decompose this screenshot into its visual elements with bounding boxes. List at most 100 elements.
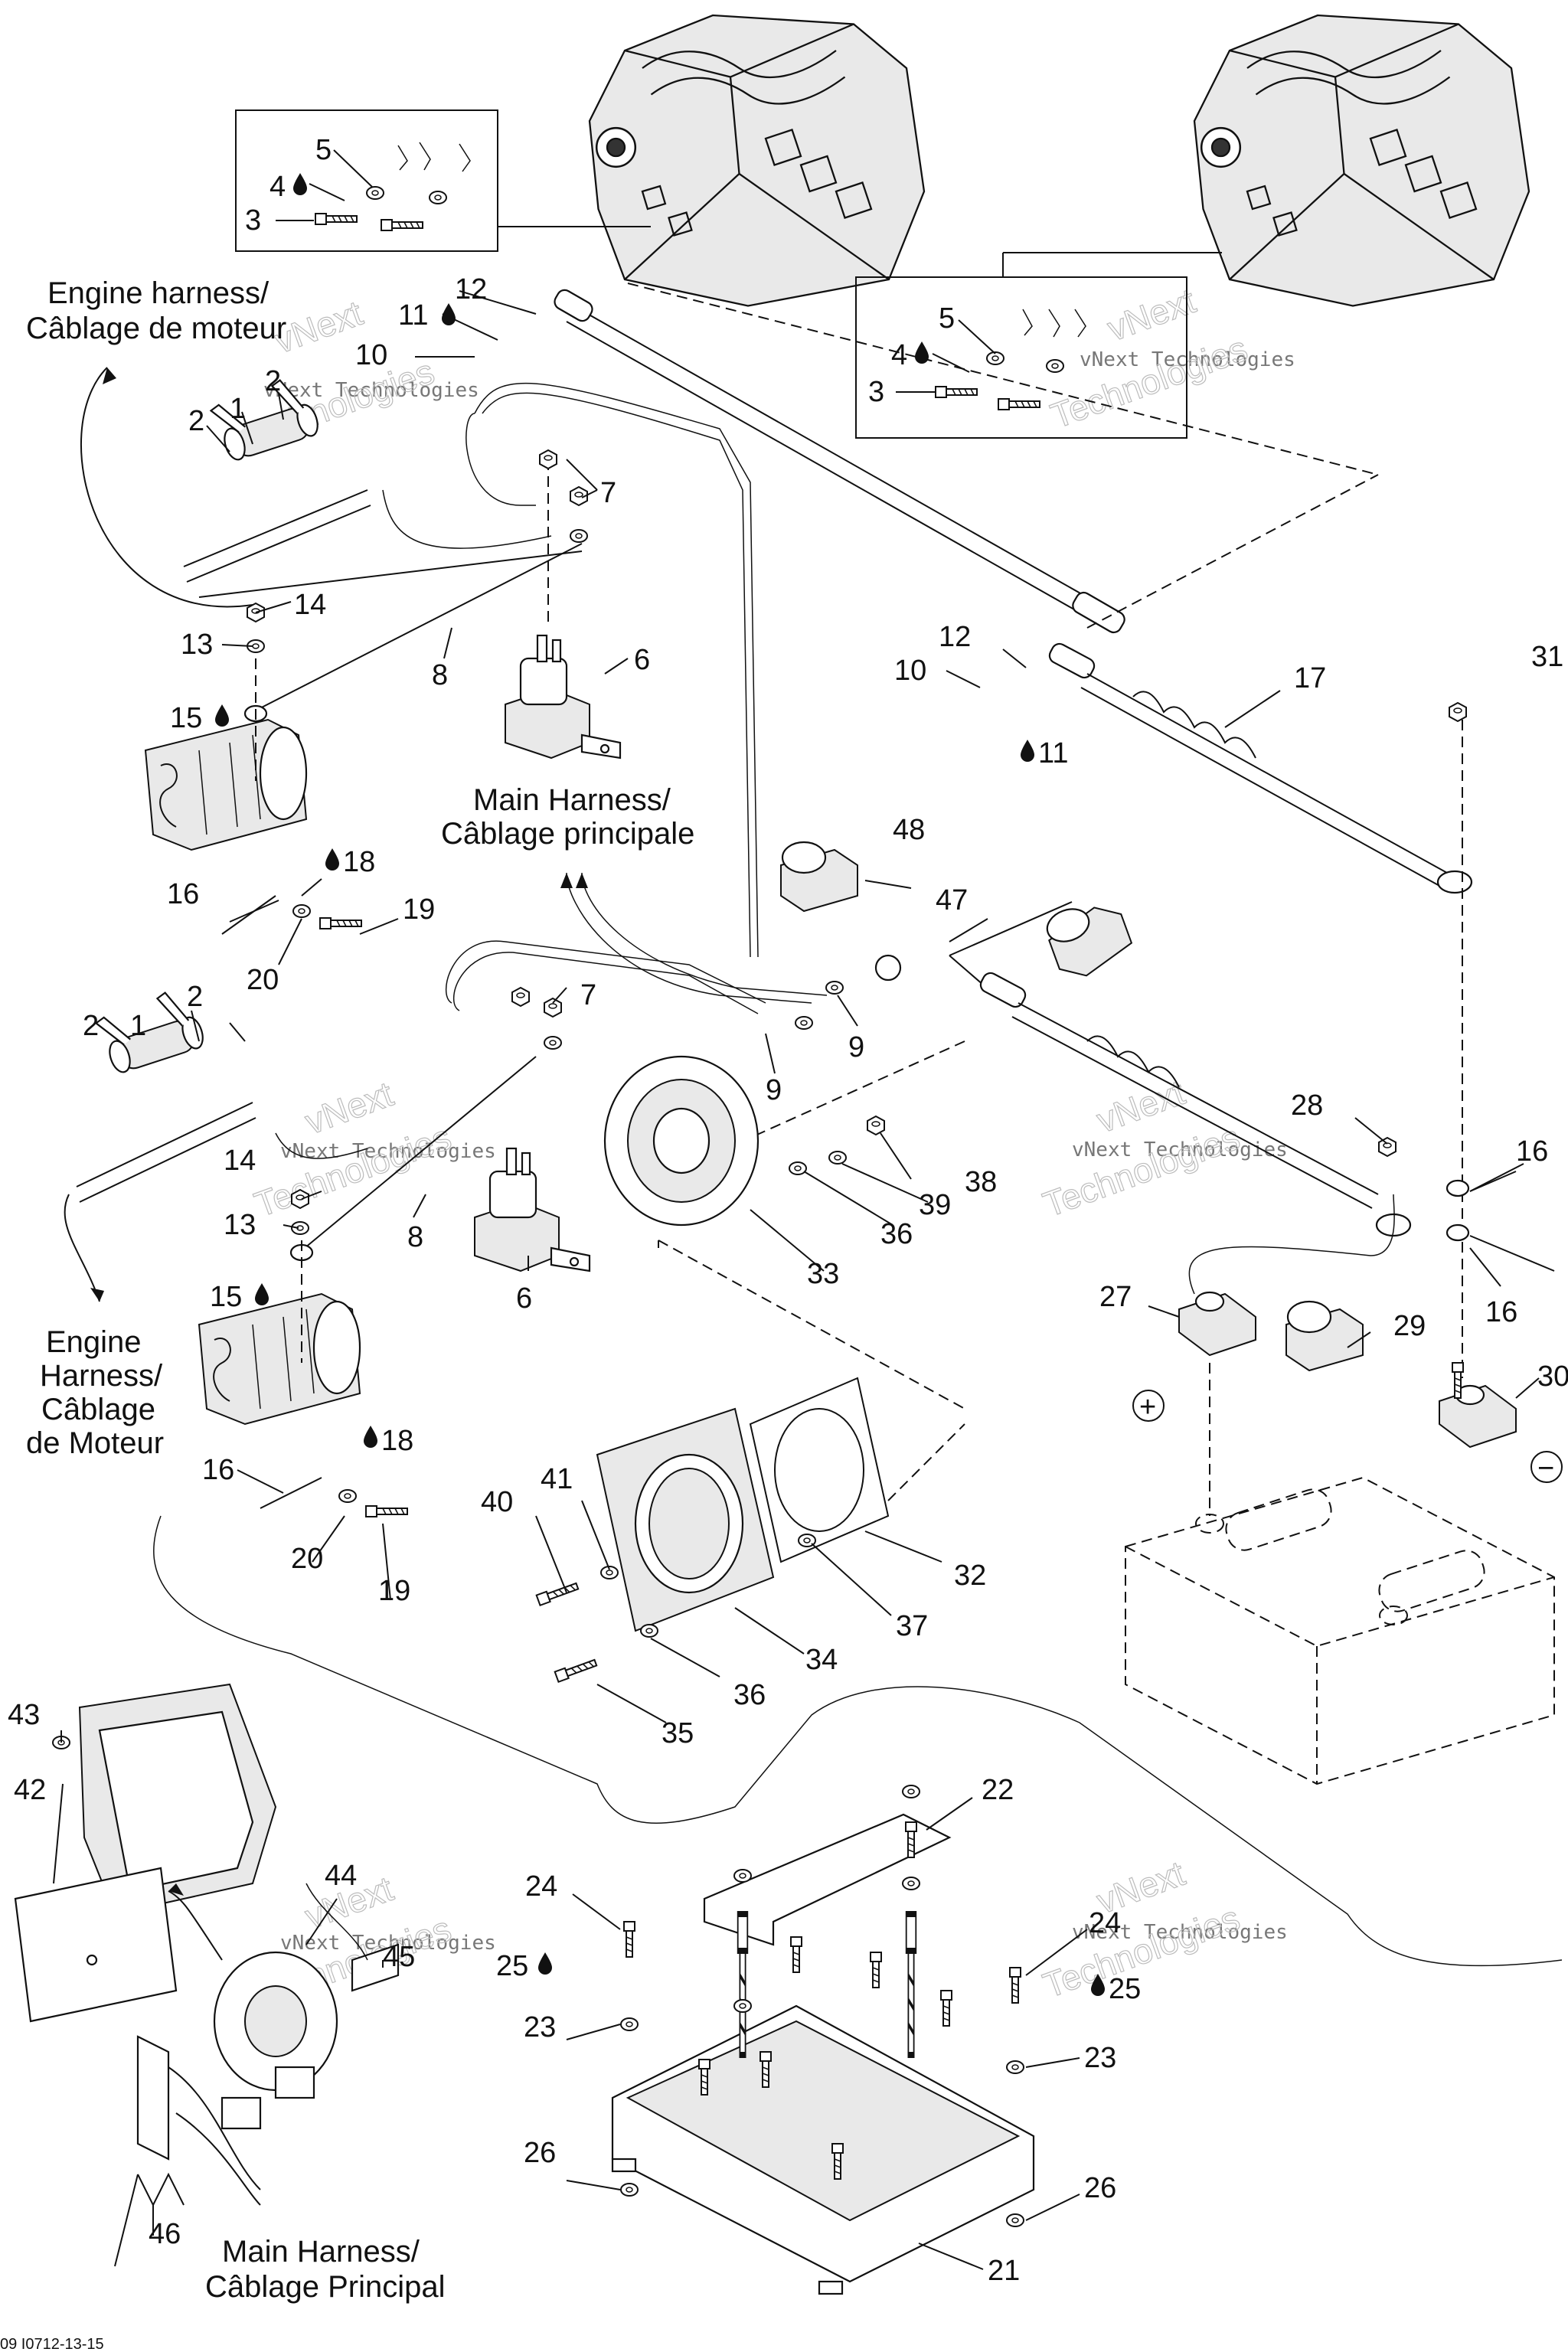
callout-8: 8	[432, 659, 448, 691]
callout-16: 16	[1516, 1135, 1548, 1168]
watermark-outline: vNext	[1102, 280, 1200, 348]
callout-13: 13	[181, 629, 213, 661]
callout-45: 45	[383, 1941, 415, 1973]
callout-27: 27	[1099, 1281, 1132, 1313]
callout-5: 5	[315, 134, 332, 166]
callout-8: 8	[407, 1221, 423, 1253]
callout-3: 3	[868, 376, 884, 408]
electrical-box-42-43	[14, 1683, 277, 2023]
callout-25: 25	[1109, 1973, 1141, 2005]
regulator-44-45	[114, 1883, 400, 2267]
callout-14: 14	[294, 589, 326, 621]
callout-47: 47	[936, 884, 968, 916]
callout-7: 7	[580, 979, 596, 1011]
battery-negative-cable	[1378, 702, 1555, 1378]
callout-1: 1	[130, 1010, 146, 1042]
engine-harness-bottom-label-3: Câblage	[41, 1393, 155, 1426]
callout-19: 19	[378, 1575, 410, 1607]
callout-6: 6	[516, 1282, 532, 1315]
callout-32: 32	[954, 1560, 986, 1592]
mounting-outline	[153, 1515, 1563, 1967]
callout-5: 5	[939, 302, 955, 335]
callout-28: 28	[1291, 1089, 1323, 1122]
callout-2: 2	[187, 981, 203, 1013]
terminal-cover-29	[1285, 1300, 1364, 1372]
callout-9: 9	[766, 1074, 782, 1106]
starter-upper-assembly	[144, 603, 362, 935]
watermark-outline: Technologies	[1038, 1117, 1245, 1225]
battery-illustration	[1125, 1476, 1555, 1785]
callout-24: 24	[1089, 1907, 1121, 1939]
engine-harness-top-label-en: Engine harness/	[47, 276, 270, 310]
main-harness-bottom-label-en: Main Harness/	[222, 2235, 420, 2269]
callout-29: 29	[1393, 1310, 1426, 1342]
callout-12: 12	[455, 273, 487, 305]
engine-harness-top-wires	[183, 372, 759, 958]
callout-6: 6	[634, 644, 650, 676]
fastener-box-right	[855, 252, 1222, 439]
callout-2: 2	[265, 365, 281, 397]
callout-31: 31	[1531, 641, 1563, 673]
callout-20: 20	[291, 1543, 323, 1575]
callout-24: 24	[525, 1870, 557, 1903]
callout-23: 23	[1084, 2042, 1116, 2074]
callout-3: 3	[245, 204, 261, 237]
engine-harness-top-label-fr: Câblage de moteur	[26, 312, 286, 345]
callout-10: 10	[894, 655, 926, 687]
callout-48: 48	[893, 814, 925, 846]
callout-2: 2	[188, 405, 204, 437]
callout-19: 19	[403, 893, 435, 926]
callout-46: 46	[149, 2218, 181, 2250]
battery-terminal-negative: −	[1439, 1362, 1563, 1485]
engine-harness-top-label-arrow	[80, 367, 253, 608]
watermark-outline: vNext	[1092, 1072, 1190, 1140]
watermark-outline: vNext	[300, 1073, 398, 1142]
battery-tray-21	[611, 2004, 1035, 2295]
callout-10: 10	[355, 339, 387, 371]
callout-9: 9	[848, 1031, 864, 1063]
callout-44: 44	[325, 1860, 357, 1892]
positive-symbol: +	[1139, 1391, 1156, 1423]
callout-14: 14	[224, 1145, 256, 1177]
callout-12: 12	[939, 621, 971, 653]
battery-terminal-positive: +	[1132, 1194, 1395, 1516]
callout-7: 7	[600, 477, 616, 509]
callout-30: 30	[1537, 1361, 1568, 1393]
callout-11: 11	[398, 299, 428, 332]
lower-harness-wires	[64, 940, 766, 1302]
callout-26: 26	[1084, 2172, 1116, 2204]
callout-11: 11	[1038, 737, 1068, 769]
solenoid-lower-assembly	[289, 987, 591, 1272]
watermark-text: vNext Technologies	[1072, 1138, 1288, 1161]
main-harness-mid-wires	[560, 841, 902, 1030]
callout-21: 21	[988, 2255, 1020, 2287]
hold-down-22	[703, 1785, 952, 2055]
callout-15: 15	[170, 702, 202, 734]
callout-23: 23	[524, 2011, 556, 2043]
main-harness-mid-label-fr: Câblage principale	[441, 817, 694, 851]
engine-left-illustration	[588, 14, 926, 307]
callout-4: 4	[270, 171, 286, 203]
circuit-breaker-33	[603, 1055, 965, 1410]
watermark-text: vNext Technologies	[1072, 1921, 1288, 1944]
negative-symbol: −	[1537, 1452, 1554, 1485]
callout-16: 16	[167, 878, 199, 910]
watermark-outline: Technologies	[1046, 328, 1253, 436]
battery-cable-upper	[554, 283, 1379, 634]
callout-43: 43	[8, 1699, 40, 1731]
callout-33: 33	[807, 1258, 839, 1290]
callout-37: 37	[896, 1610, 928, 1642]
callout-17: 17	[1294, 662, 1326, 694]
callout-13: 13	[224, 1209, 256, 1241]
engine-harness-bottom-label-1: Engine	[46, 1325, 142, 1359]
watermark-group: vNext Technologies vNext Technologies vN…	[232, 280, 1295, 2017]
starter-lower-assembly	[198, 1189, 408, 1517]
callout-16: 16	[1485, 1296, 1517, 1328]
callout-34: 34	[805, 1644, 838, 1676]
callout-1: 1	[230, 393, 246, 425]
callout-2: 2	[83, 1010, 99, 1042]
battery-cable-47	[658, 891, 1412, 1237]
breaker-plate-34	[596, 1407, 775, 1632]
callout-40: 40	[481, 1486, 513, 1518]
